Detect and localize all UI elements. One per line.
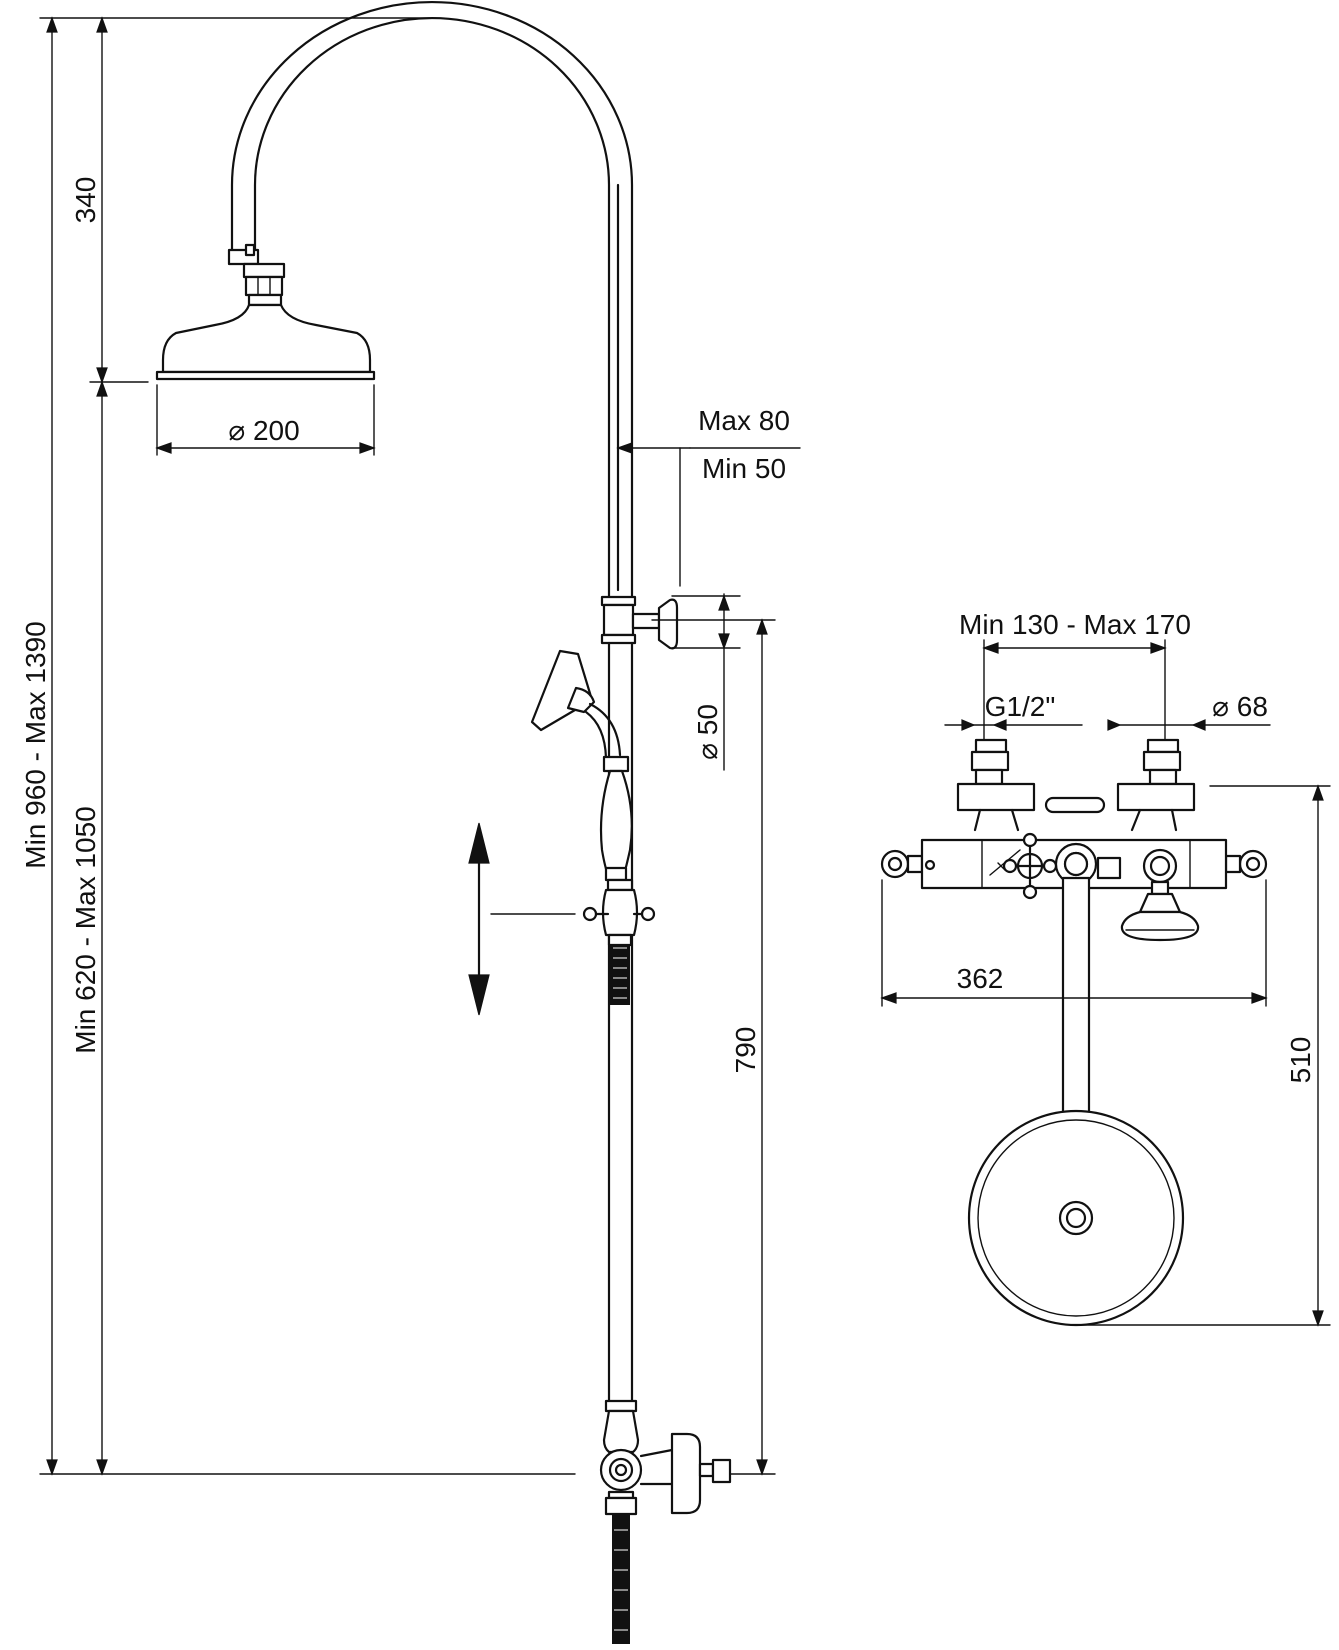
bracket-diameter-label: ⌀ 50: [692, 704, 723, 760]
dim-wall-distance: Max 80 Min 50: [616, 405, 801, 587]
double-arrow-vertical-icon: [468, 822, 576, 1016]
flange-diameter-label: ⌀ 68: [1212, 691, 1268, 722]
dim-head-diameter: ⌀ 200: [155, 384, 376, 456]
wall-distance-max-label: Max 80: [698, 405, 790, 436]
upper-wall-bracket: [600, 595, 679, 650]
shower-head: [155, 243, 376, 381]
wall-distance-min-label: Min 50: [702, 453, 786, 484]
inlet-spacing-label: Min 130 - Max 170: [959, 609, 1191, 640]
dim-rear-height: 510: [1079, 784, 1331, 1327]
dim-mixer-width: 362: [880, 879, 1268, 1007]
hand-shower: [530, 649, 633, 882]
inlet-connectors: [956, 738, 1196, 832]
mixer-width-label: 362: [957, 963, 1004, 994]
overall-height-label: Min 960 - Max 1390: [20, 621, 51, 868]
dim-head-height: 340: [70, 16, 149, 384]
front-hand-shower: [1120, 880, 1200, 942]
dim-slide-bar-height: 790: [651, 618, 776, 1476]
dim-bar-height: Min 620 - Max 1050: [70, 380, 108, 1476]
inlet-thread-label: G1/2": [985, 691, 1056, 722]
dim-inlet-thread: G1/2": [944, 691, 1083, 731]
bar-height-label: Min 620 - Max 1050: [70, 806, 101, 1053]
slide-bar-height-label: 790: [730, 1027, 761, 1074]
head-height-label: 340: [70, 177, 101, 224]
dim-inlet-spacing: Min 130 - Max 170: [959, 609, 1191, 746]
front-riser: [967, 842, 1185, 1327]
front-view: Min 130 - Max 170 G1/2" ⌀ 68: [880, 609, 1331, 1327]
dim-bracket-diameter: ⌀ 50: [671, 593, 741, 771]
slider-holder: [582, 878, 656, 1005]
head-diameter-label: ⌀ 200: [228, 415, 299, 446]
dim-overall-height: Min 960 - Max 1390: [20, 16, 576, 1476]
rear-height-label: 510: [1285, 1037, 1316, 1084]
gooseneck-pipe: [230, 0, 634, 599]
dim-flange-diameter: ⌀ 68: [1107, 691, 1271, 731]
bottom-diverter: [599, 1399, 732, 1644]
side-view: Min 960 - Max 1390 340 Min 620 - Max 105…: [20, 0, 801, 1644]
